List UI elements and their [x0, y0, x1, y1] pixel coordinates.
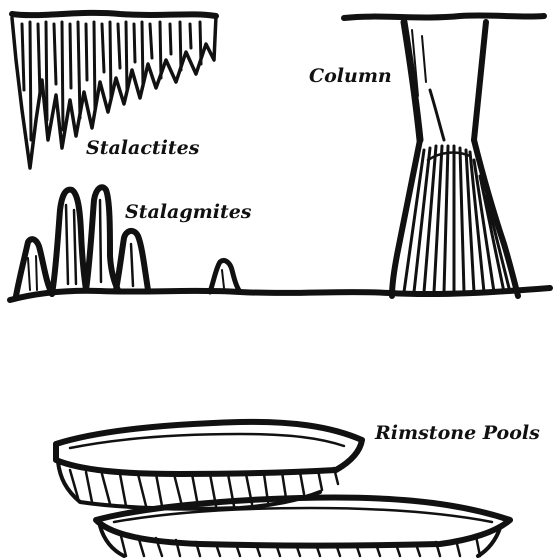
stalactites-label: Stalactites	[86, 139, 199, 158]
column-drawing	[344, 15, 544, 296]
stalagmites-label: Stalagmites	[125, 203, 252, 222]
column-label: Column	[309, 67, 392, 86]
rimstone-pools-label: Rimstone Pools	[375, 424, 540, 443]
cave-floor-line	[10, 288, 550, 300]
